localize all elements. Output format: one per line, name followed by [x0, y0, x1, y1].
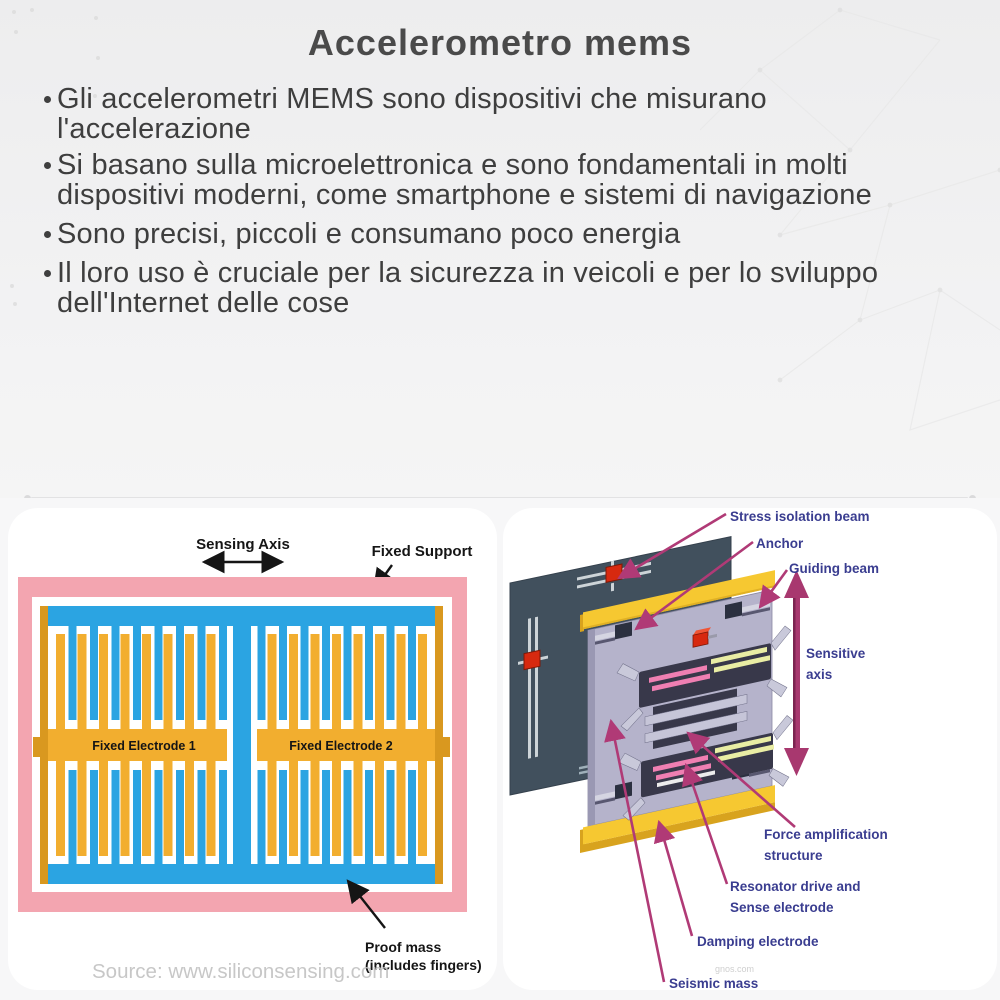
- background-dots: [10, 8, 100, 306]
- comb-accelerometer-diagram: Sensing Axis Fixed Support Fi: [18, 536, 482, 983]
- bullet-text: dispositivi moderni, come smartphone e s…: [57, 179, 872, 211]
- anchor-label: Anchor: [756, 536, 804, 551]
- bullet-marker: [44, 162, 51, 169]
- bullet-text: dell'Internet delle cose: [57, 287, 350, 319]
- svg-text:(includes fingers): (includes fingers): [365, 957, 482, 973]
- bullet-text: Il loro uso è cruciale per la sicurezza …: [57, 257, 879, 289]
- electrode-anchor-right: [435, 606, 443, 884]
- resonator-label: Resonator drive and Sense electrode: [730, 879, 861, 915]
- comb-accelerometer-figure: Sensing Axis Fixed Support Fi: [8, 508, 497, 990]
- resonant-accelerometer-diagram: [509, 512, 809, 983]
- comb-fingers: [56, 626, 427, 864]
- source-attribution: Source: www.siliconsensing.com: [92, 960, 389, 983]
- damping-electrode-label: Damping electrode: [697, 934, 819, 949]
- anchor-red-left: [523, 649, 541, 671]
- anchor-arrow: [634, 540, 754, 631]
- bullet-text: Gli accelerometri MEMS sono dispositivi …: [57, 83, 767, 115]
- callout-arrows: [604, 512, 796, 983]
- watermark: gnos.com: [715, 964, 755, 974]
- guiding-bar-bottom: [583, 785, 775, 845]
- fixed-electrode-1-label: Fixed Electrode 1: [92, 739, 196, 753]
- force-amplification-structure-upper: [616, 625, 792, 732]
- resonator-electrode-pink: [649, 665, 707, 683]
- sensitive-axis-arrow: [784, 570, 809, 776]
- proof-mass-center-bar: [233, 606, 251, 884]
- resonator-arrow: [682, 762, 729, 885]
- bullet-item: Si basano sulla microelettronica e sono …: [0, 150, 960, 210]
- page-title: Accelerometro mems: [307, 22, 693, 63]
- guiding-beam-arrow: [758, 569, 789, 609]
- seismic-mass-label: Seismic mass: [669, 976, 759, 991]
- resonant-accelerometer-figure: Stress isolation beam Anchor Guiding bea…: [503, 508, 997, 991]
- corner-anchor: [615, 781, 632, 800]
- figures-section: Sensing Axis Fixed Support Fi: [0, 498, 1000, 1000]
- proof-mass-label: Proof mass: [365, 939, 441, 955]
- central-linkage: [644, 688, 748, 750]
- resonator-electrode-cream: [711, 646, 767, 665]
- bullet-text: Si basano sulla microelettronica e sono …: [57, 149, 848, 181]
- bullet-marker: [44, 270, 51, 277]
- stress-isolation-arrow: [617, 512, 727, 580]
- bullet-text: Sono precisi, piccoli e consumano poco e…: [57, 218, 681, 250]
- seismic-mass-plate: [580, 570, 794, 854]
- guiding-beam-label: Guiding beam: [789, 561, 880, 576]
- sensitive-axis-label: Sensitive axis: [806, 646, 866, 682]
- electrode-anchor-left: [40, 606, 48, 884]
- bullet-item: Gli accelerometri MEMS sono dispositivi …: [0, 84, 960, 144]
- anchor-red-top: [605, 563, 623, 583]
- fixed-electrode-2-bar: [257, 729, 435, 761]
- guiding-bar-top: [583, 570, 775, 630]
- fixed-electrode-2-label: Fixed Electrode 2: [289, 739, 393, 753]
- proof-mass-arrow: [346, 879, 386, 929]
- sensing-axis-label: Sensing Axis: [196, 536, 290, 553]
- bullet-marker: [44, 231, 51, 238]
- seismic-mass-arrow: [604, 718, 666, 983]
- damping-arrow: [653, 819, 694, 937]
- fixed-support-label: Fixed Support: [372, 543, 473, 560]
- corner-anchor: [725, 601, 742, 620]
- force-amplification-arrow: [686, 731, 796, 828]
- bullet-marker: [44, 96, 51, 103]
- bullet-item: Il loro uso è cruciale per la sicurezza …: [0, 258, 960, 318]
- force-amplification-label: Force amplification structure: [764, 827, 888, 863]
- stress-isolation-beam-label: Stress isolation beam: [730, 509, 870, 524]
- text-section: Accelerometro mems Gli accelerometri MEM…: [0, 0, 1000, 498]
- bullet-text: l'accelerazione: [57, 113, 251, 145]
- bullet-item: Sono precisi, piccoli e consumano poco e…: [0, 219, 960, 249]
- background-network-texture: [700, 7, 1000, 431]
- fixed-electrode-1-bar: [48, 729, 227, 761]
- corner-anchor: [615, 621, 632, 640]
